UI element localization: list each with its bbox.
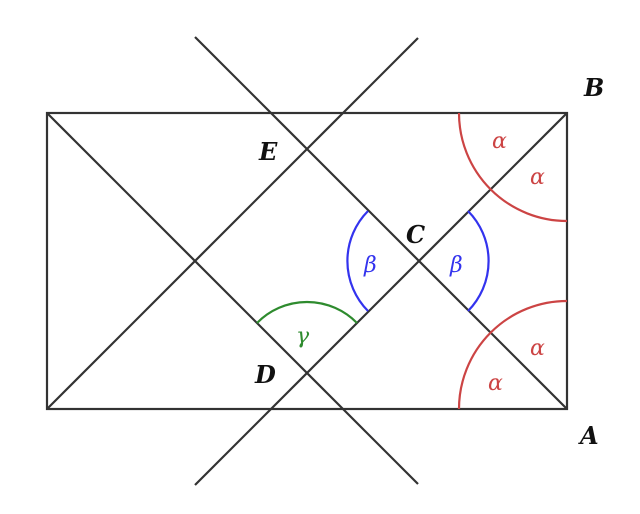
line-through-e [46, 37, 419, 410]
alpha-label: α [492, 129, 507, 154]
point-a-label: A [578, 421, 599, 450]
alpha-label: α [530, 165, 545, 190]
line-a-c [194, 36, 568, 410]
alpha-arc-b [457, 112, 568, 223]
beta-label: β [363, 253, 377, 278]
point-b-label: B [583, 73, 604, 102]
point-c-label: C [406, 220, 425, 249]
alpha-label: α [530, 336, 545, 361]
rectangle [45, 111, 569, 411]
point-d-label: D [254, 360, 276, 389]
beta-arc-right [467, 210, 490, 312]
gamma-label: γ [296, 324, 310, 349]
line-b-c [194, 112, 568, 486]
beta-label: β [449, 253, 463, 278]
line-through-d [46, 112, 419, 485]
gamma-arc [256, 300, 358, 324]
alpha-label: α [488, 371, 503, 396]
beta-arc-left [346, 210, 369, 312]
alpha-arc-a [457, 299, 568, 410]
point-e-label: E [258, 137, 278, 166]
